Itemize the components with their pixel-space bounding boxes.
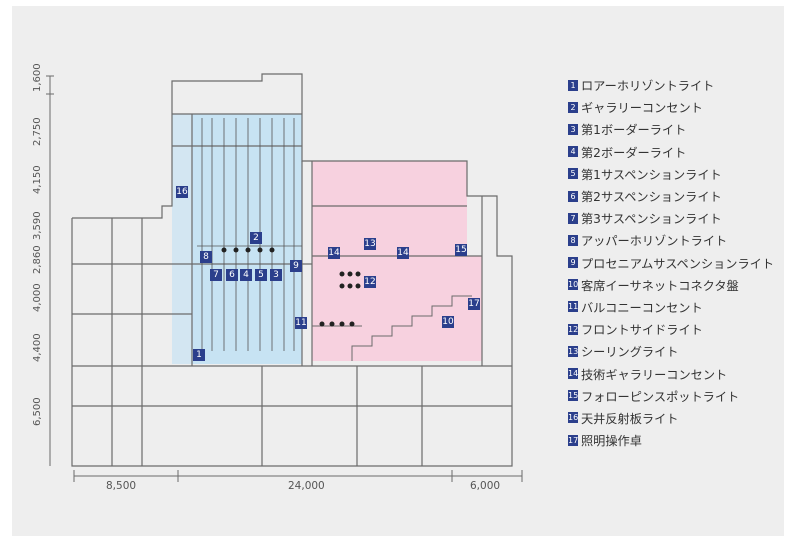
- legend-number: 8: [568, 234, 578, 246]
- diagram-panel: 1,600 2,750 4,150 3,590 2,860 4,000 4,40…: [12, 6, 784, 536]
- legend-label: フロントサイドライト: [581, 323, 703, 338]
- legend-number: 6: [568, 190, 578, 202]
- auditorium-rake: [312, 295, 472, 361]
- dim-label-3590: 3,590: [32, 211, 43, 240]
- drawing-badge-2: 2: [250, 232, 262, 244]
- drawing-badge-13: 13: [364, 238, 376, 250]
- stage-tower-fill: [192, 114, 302, 364]
- legend-number: 13: [568, 345, 579, 357]
- dim-label-6500: 6,500: [32, 397, 43, 426]
- drawing-badge-1: 1: [193, 349, 205, 361]
- legend-label: バルコニーコンセント: [581, 300, 703, 315]
- legend-number: 3: [568, 123, 578, 135]
- legend-number: 12: [568, 323, 579, 335]
- drawing-badge-7: 7: [210, 269, 222, 281]
- dim-label-4150: 4,150: [32, 165, 43, 194]
- legend-number: 4: [568, 146, 578, 158]
- drawing-badge-8: 8: [200, 251, 212, 263]
- dim-label-4400: 4,400: [32, 333, 43, 362]
- legend-label: 第2サスペンションライト: [581, 190, 722, 205]
- dim-label-2860: 2,860: [32, 245, 43, 274]
- legend-number: 17: [568, 434, 579, 446]
- legend-number: 9: [568, 257, 578, 269]
- vertical-dimension-line: [46, 75, 54, 466]
- theater-section-drawing: [46, 73, 523, 482]
- dim-label-24000: 24,000: [288, 480, 325, 492]
- legend-number: 1: [568, 79, 578, 91]
- legend-label: シーリングライト: [581, 345, 679, 360]
- drawing-badge-14b: 14: [397, 247, 409, 259]
- horizontal-dimension-line: [73, 470, 523, 482]
- legend-label: ギャラリーコンセント: [581, 101, 703, 116]
- drawing-badge-11: 11: [295, 317, 307, 329]
- legend-number: 2: [568, 101, 578, 113]
- drawing-badge-14a: 14: [328, 247, 340, 259]
- drawing-badge-6: 6: [226, 269, 238, 281]
- drawing-badge-17: 17: [468, 298, 480, 310]
- legend-label: ロアーホリゾントライト: [581, 79, 715, 94]
- dim-label-1600: 1,600: [32, 63, 43, 92]
- dim-label-4000: 4,000: [32, 283, 43, 312]
- drawing-badge-15: 15: [455, 244, 467, 256]
- legend-label: アッパーホリゾントライト: [581, 234, 728, 249]
- dim-label-8500: 8,500: [106, 480, 137, 492]
- legend-label: プロセニアムサスペンションライト: [581, 256, 775, 271]
- drawing-badge-3: 3: [270, 269, 282, 281]
- dim-label-2750: 2,750: [32, 117, 43, 146]
- legend-label: 照明操作卓: [581, 434, 642, 449]
- legend-number: 14: [568, 368, 579, 380]
- drawing-badge-5: 5: [255, 269, 267, 281]
- legend-number: 5: [568, 168, 578, 180]
- drawing-badge-12: 12: [364, 276, 376, 288]
- legend-number: 10: [568, 279, 579, 291]
- legend-label: 第1サスペンションライト: [581, 167, 722, 182]
- legend-label: フォローピンスポットライト: [581, 389, 740, 404]
- legend-label: 第1ボーダーライト: [581, 123, 687, 138]
- legend-number: 16: [568, 412, 579, 424]
- legend-label: 第3サスペンションライト: [581, 212, 722, 227]
- legend-number: 11: [568, 301, 579, 313]
- legend-label: 客席イーサネットコネクタ盤: [581, 278, 739, 293]
- drawing-badge-10: 10: [442, 316, 454, 328]
- legend-label: 第2ボーダーライト: [581, 145, 687, 160]
- lighting-fixtures: [221, 247, 361, 327]
- legend-number: 15: [568, 390, 579, 402]
- drawing-badge-16: 16: [176, 186, 188, 198]
- legend-label: 天井反射板ライト: [581, 411, 679, 426]
- drawing-badge-4: 4: [240, 269, 252, 281]
- dim-label-6000: 6,000: [470, 480, 501, 492]
- drawing-badge-9: 9: [290, 260, 302, 272]
- legend-label: 技術ギャラリーコンセント: [581, 367, 728, 382]
- auditorium-fill: [312, 161, 482, 361]
- legend-number: 7: [568, 212, 578, 224]
